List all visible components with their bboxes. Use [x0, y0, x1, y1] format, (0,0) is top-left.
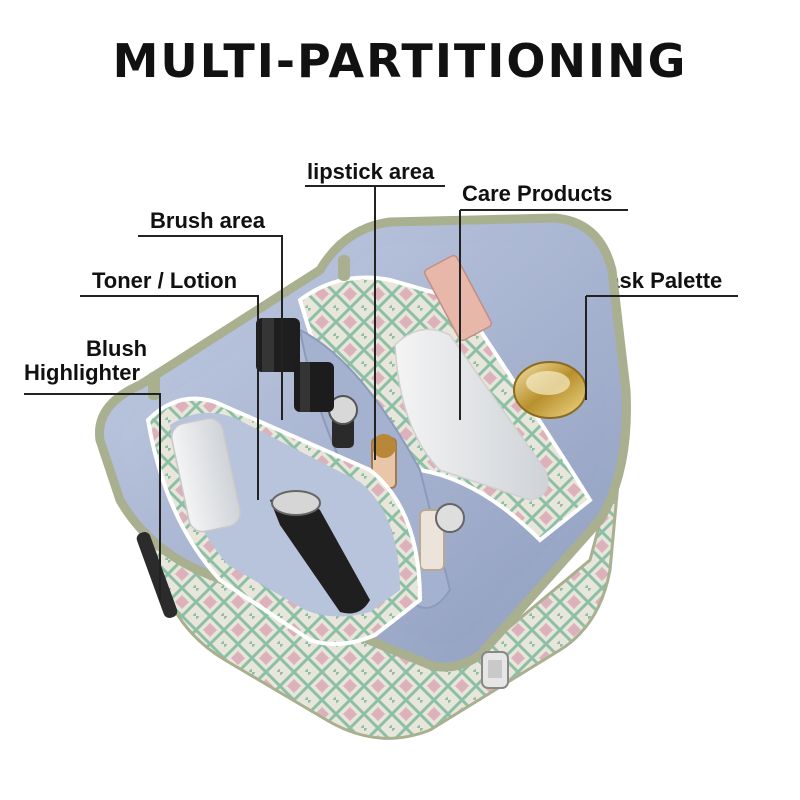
label-brush-area: Brush area [150, 208, 265, 233]
leader-lines [24, 185, 738, 600]
label-care-products: Care Products [462, 181, 613, 206]
brush-handle [136, 532, 178, 618]
white-bottle [170, 417, 242, 533]
zipper-tab-top [148, 372, 160, 400]
leader-care [459, 209, 628, 420]
label-highlighter: Highlighter [24, 360, 141, 385]
label-blush: Blush [86, 336, 148, 361]
brush-tube [270, 496, 370, 614]
zipper-pull-icon [481, 651, 509, 689]
care-tube [394, 328, 549, 501]
pink-compact [423, 254, 493, 342]
leader-toner [80, 295, 259, 500]
leader-mask [585, 295, 738, 400]
leader-brush [138, 235, 283, 420]
label-toner-lotion: Toner / Lotion [92, 268, 238, 293]
zipper-tab-back [338, 255, 350, 281]
page-title: MULTI-PARTITIONING [112, 34, 688, 88]
label-lipstick-area: lipstick area [307, 159, 435, 184]
leader-blush [24, 393, 161, 600]
toner-bottles [256, 318, 334, 412]
leader-lipstick [305, 185, 445, 460]
